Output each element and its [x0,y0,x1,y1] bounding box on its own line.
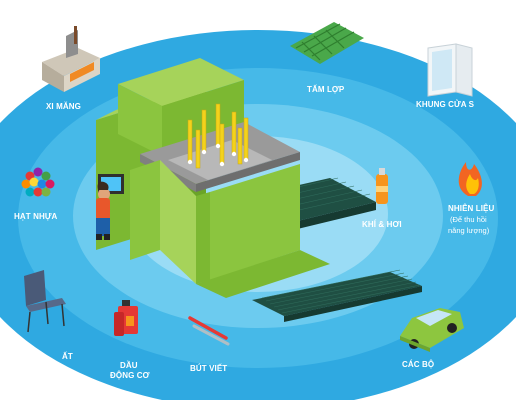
oil-can-icon [114,300,138,336]
label-chair: ẤT [62,352,73,361]
label-fuel-note-1: (Để thu hồi [450,215,487,224]
window-frame-icon [427,43,473,97]
worker-icon [96,174,124,240]
label-engine-oil-line-1: DẦU [120,361,138,370]
label-cement: XI MĂNG [46,102,81,111]
chair-icon [24,270,66,333]
fire-icon [458,162,482,196]
car-icon [400,308,464,352]
label-pens: BÚT VIẾT [190,364,228,373]
roof-tile-icon [290,22,364,64]
label-plastic-beads: HẠT NHỰA [14,212,58,221]
gas-can-icon [376,168,388,204]
label-engine-oil-line-2: ĐỘNG CƠ [110,371,150,380]
cement-bag-icon [42,26,100,92]
pens-icon [188,316,230,346]
recycling-machine-icon [96,58,422,322]
label-gas: KHÍ & HƠI [362,220,402,229]
label-window-frame: KHUNG CỬA S [416,100,475,109]
label-fuel: NHIÊN LIỆU [448,204,495,213]
plastic-beads-icon [21,167,55,197]
label-car: CÁC BỘ [402,360,435,369]
label-fuel-note-2: năng lượng) [448,226,490,235]
label-roof-sheet: TẤM LỢP [307,85,345,94]
